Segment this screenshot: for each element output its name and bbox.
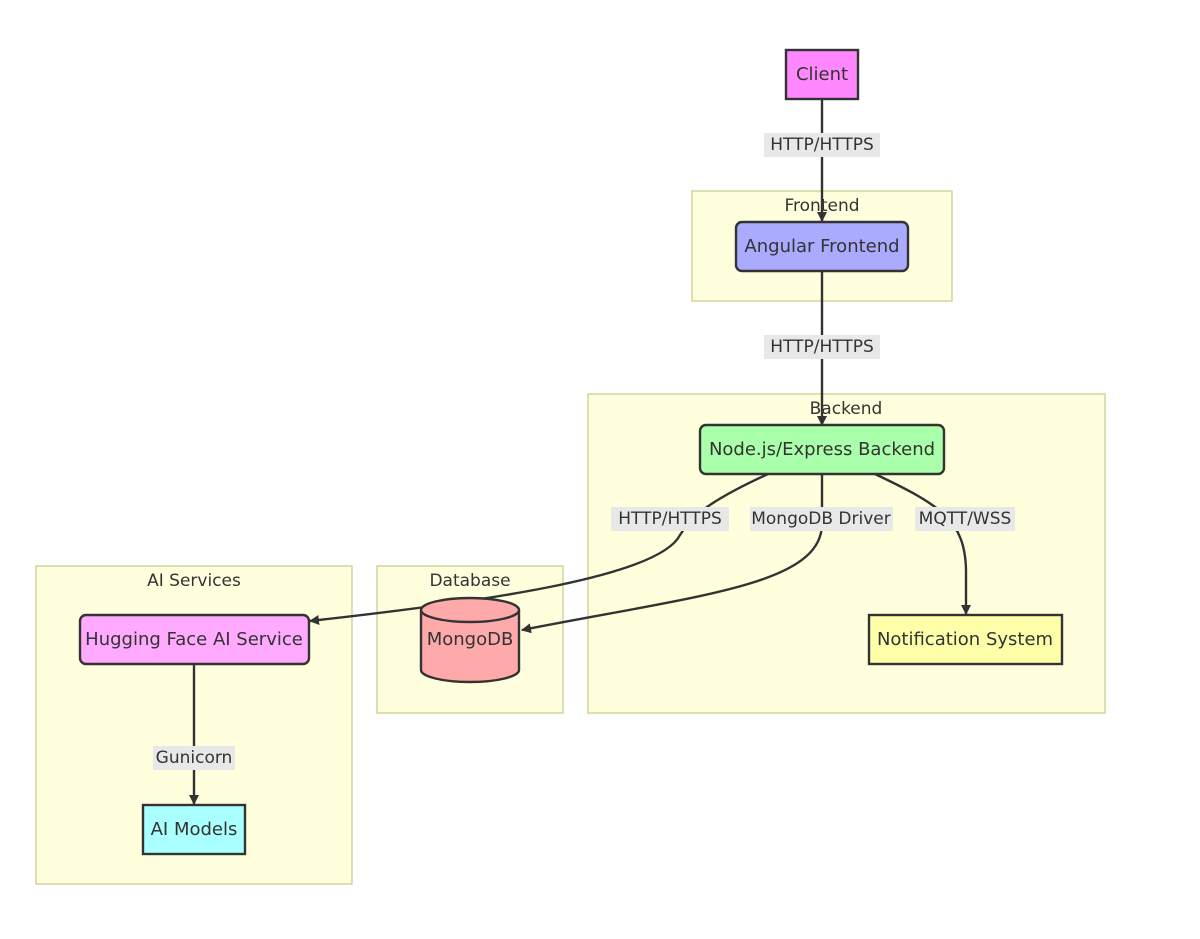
- edge-label-backend-to-db: MongoDB Driver: [750, 507, 893, 531]
- node-label: AI Models: [151, 819, 238, 840]
- node-label: MongoDB: [427, 629, 514, 650]
- cluster-title-database: Database: [429, 571, 510, 591]
- node-ai-models[interactable]: AI Models: [141, 803, 247, 856]
- edge-label-text: Gunicorn: [156, 748, 233, 768]
- node-angular-frontend[interactable]: Angular Frontend: [734, 220, 910, 273]
- node-label: Node.js/Express Backend: [709, 439, 935, 460]
- node-label: Angular Frontend: [744, 236, 899, 257]
- node-mongodb[interactable]: MongoDB: [419, 596, 521, 684]
- edge-label-ai-to-models: Gunicorn: [153, 746, 235, 770]
- edge-label-text: HTTP/HTTPS: [618, 509, 722, 529]
- node-label: Notification System: [877, 629, 1053, 650]
- edge-backend-to-db: [521, 474, 824, 634]
- edge-label-text: MQTT/WSS: [919, 509, 1012, 529]
- node-backend[interactable]: Node.js/Express Backend: [698, 423, 946, 476]
- cluster-title-ai-services: AI Services: [147, 571, 241, 591]
- node-label: Client: [796, 64, 848, 85]
- node-hugging-face-ai-service[interactable]: Hugging Face AI Service: [78, 613, 311, 666]
- edge-label-text: HTTP/HTTPS: [770, 337, 874, 357]
- node-notification-system[interactable]: Notification System: [867, 613, 1064, 666]
- node-client[interactable]: Client: [784, 48, 860, 101]
- edge-label-text: HTTP/HTTPS: [770, 135, 874, 155]
- node-label: Hugging Face AI Service: [85, 629, 303, 650]
- edge-label-backend-to-notification: MQTT/WSS: [915, 507, 1015, 531]
- edge-label-backend-to-ai: HTTP/HTTPS: [611, 507, 729, 531]
- edge-label-text: MongoDB Driver: [751, 509, 891, 529]
- edge-label-client-to-frontend: HTTP/HTTPS: [764, 133, 880, 157]
- edge-label-frontend-to-backend: HTTP/HTTPS: [764, 335, 880, 359]
- cluster-title-backend: Backend: [810, 399, 883, 419]
